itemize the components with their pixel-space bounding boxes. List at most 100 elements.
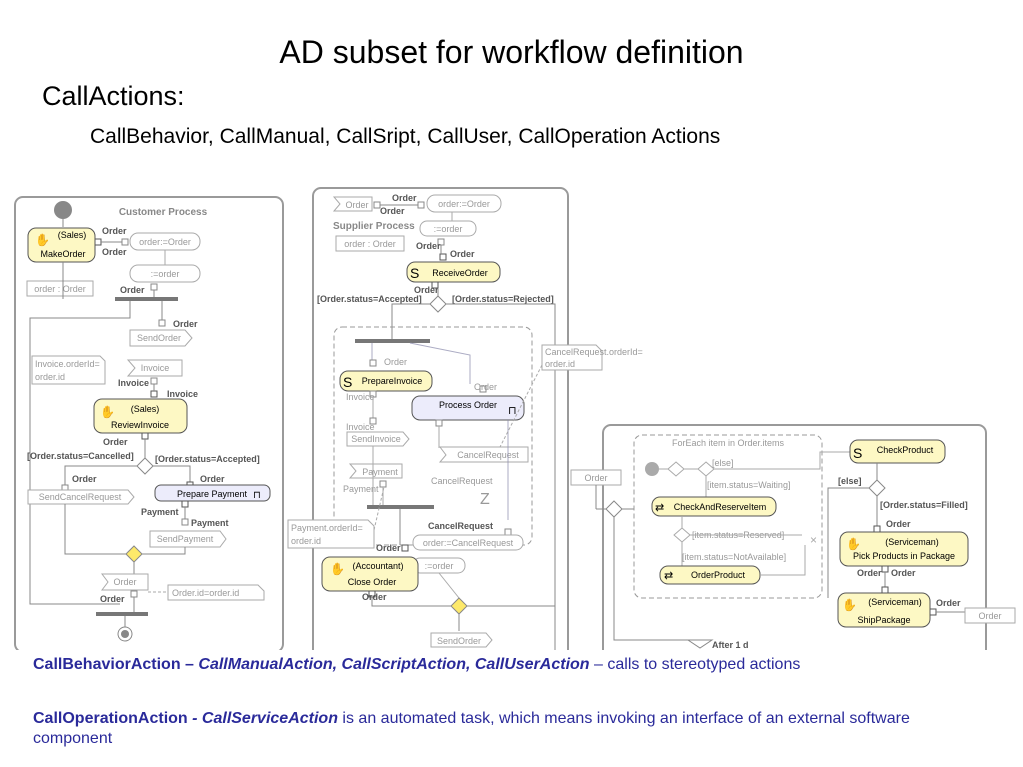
svg-text:order : Order: order : Order (34, 284, 86, 294)
svg-text:Order: Order (72, 474, 97, 484)
svg-text:Order.id=order.id: Order.id=order.id (172, 588, 239, 598)
assign-cancel (412, 534, 524, 551)
note-payment (287, 519, 375, 549)
svg-text:(Serviceman): (Serviceman) (868, 597, 922, 607)
script-icon: S (343, 374, 352, 390)
svg-text::=order: :=order (151, 269, 180, 279)
svg-text:Order: Order (103, 437, 128, 447)
pick-products-action[interactable] (839, 531, 969, 567)
svg-text:Order: Order (173, 319, 198, 329)
order-accept-signal (101, 573, 149, 591)
svg-text:ReviewInvoice: ReviewInvoice (111, 420, 169, 430)
prepare-payment-service[interactable] (154, 484, 271, 502)
foreach-region (633, 434, 823, 599)
slide-subtitle: CallActions: (42, 81, 185, 111)
customer-process: Customer Process ✋ (Sales) MakeOrder Ord… (14, 196, 284, 650)
svg-text:SendPayment: SendPayment (157, 534, 214, 544)
initial-node (54, 201, 72, 219)
script-icon: S (410, 265, 419, 281)
svg-text:Order: Order (384, 357, 407, 367)
customer-title: Customer Process (119, 207, 208, 218)
assign-expr (419, 220, 477, 237)
activity-diagram: Customer Process ✋ (Sales) MakeOrder Ord… (14, 187, 1016, 650)
assign-order (426, 194, 502, 213)
svg-text:[Order.status=Accepted]: [Order.status=Accepted] (317, 294, 422, 304)
svg-text:[item.status=NotAvailable]: [item.status=NotAvailable] (682, 552, 786, 562)
svg-text:Order: Order (978, 611, 1001, 621)
svg-text:Order: Order (392, 193, 417, 203)
svg-text:CancelRequest.orderId=: CancelRequest.orderId= (545, 347, 643, 357)
send-order-signal (129, 329, 193, 347)
initial-node (645, 462, 659, 476)
check-reserve-action[interactable] (651, 496, 777, 517)
svg-text:Invoice: Invoice (167, 389, 198, 399)
svg-text:(Accountant): (Accountant) (352, 561, 403, 571)
svg-text:Close Order: Close Order (348, 577, 397, 587)
send-payment-signal (149, 530, 227, 548)
object-order (26, 280, 94, 297)
svg-text:Order: Order (362, 592, 387, 602)
service-icon: ⊓ (508, 405, 517, 417)
timeout-icon: Z (480, 491, 490, 508)
svg-text:CancelRequest: CancelRequest (457, 450, 519, 460)
process-order-activity: Order ForEach item in Order.items [else]… (570, 424, 1016, 650)
order-accept-signal (332, 196, 373, 212)
supplier-title: Supplier Process (333, 221, 415, 232)
check-product-action[interactable] (849, 439, 946, 464)
svg-text:Order: Order (886, 519, 911, 529)
svg-text:Order: Order (936, 598, 961, 608)
svg-text:order:=CancelRequest: order:=CancelRequest (423, 538, 514, 548)
svg-text:SendOrder: SendOrder (137, 333, 181, 343)
pin-label: Order (102, 247, 127, 257)
svg-text:[item.status=Waiting]: [item.status=Waiting] (707, 480, 790, 490)
svg-text:OrderProduct: OrderProduct (691, 570, 746, 580)
svg-text:order.id: order.id (35, 372, 65, 382)
svg-text:Order: Order (584, 473, 607, 483)
svg-text:[else]: [else] (712, 458, 734, 468)
svg-text:Order: Order (345, 200, 368, 210)
fork-bar (115, 297, 178, 301)
receive-order-action[interactable] (406, 261, 501, 283)
cancel-request-signal (438, 446, 529, 463)
prepare-invoice-action[interactable] (339, 370, 433, 392)
make-order-label: MakeOrder (40, 249, 85, 259)
invoice-accept-signal (126, 359, 183, 377)
svg-text:Order: Order (120, 285, 145, 295)
note-calloperation: CallOperationAction - CallServiceAction … (33, 710, 910, 747)
supplier-process: Order Order Order order:=Order Supplier … (287, 187, 643, 650)
manual-user-icon: ✋ (842, 598, 857, 612)
svg-text:SendOrder: SendOrder (437, 636, 481, 646)
svg-text:(Serviceman): (Serviceman) (885, 537, 939, 547)
join-bar (367, 505, 434, 509)
note-order-id (167, 584, 265, 601)
svg-text:Payment.orderId=: Payment.orderId= (291, 523, 363, 533)
svg-text:Order: Order (414, 285, 439, 295)
svg-text:Order: Order (380, 206, 405, 216)
svg-text:Invoice.orderId=: Invoice.orderId= (35, 359, 100, 369)
assign-expr (129, 264, 201, 283)
make-order-role: (Sales) (58, 230, 87, 240)
manual-user-icon: ✋ (35, 233, 50, 247)
svg-text:ShipPackage: ShipPackage (857, 615, 910, 625)
note-callbehavior: CallBehaviorAction – CallManualAction, C… (33, 656, 801, 673)
svg-text:Order: Order (416, 241, 441, 251)
svg-text:order:=Order: order:=Order (139, 237, 191, 247)
pin-label: Order (102, 226, 127, 236)
process-order-service[interactable] (411, 395, 525, 421)
output-order (964, 607, 1016, 624)
svg-text:Process Order: Process Order (439, 400, 497, 410)
svg-text:Invoice: Invoice (346, 392, 375, 402)
svg-text:CheckAndReserveItem: CheckAndReserveItem (674, 502, 767, 512)
send-cancel-signal (27, 489, 135, 505)
manual-icon: ✋ (330, 562, 345, 576)
script-icon: S (853, 445, 862, 461)
svg-text:Invoice: Invoice (141, 363, 170, 373)
review-invoice-action[interactable] (93, 398, 188, 434)
svg-text:[Order.status=Rejected]: [Order.status=Rejected] (452, 294, 554, 304)
svg-text:Payment: Payment (141, 507, 179, 517)
object-order (335, 235, 405, 252)
svg-text:order.id: order.id (545, 359, 575, 369)
slide-subsubtitle: CallBehavior, CallManual, CallSript, Cal… (90, 125, 721, 148)
manual-icon: ✋ (846, 537, 861, 551)
